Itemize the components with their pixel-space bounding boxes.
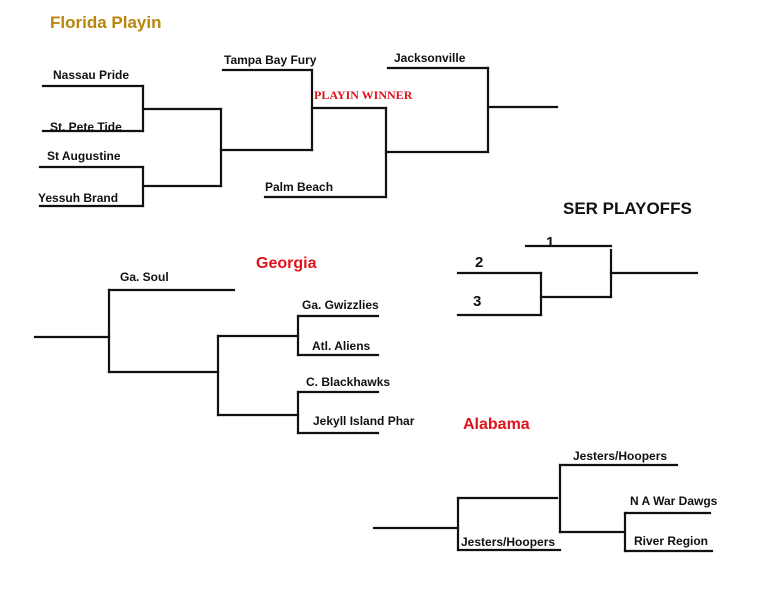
alabama-title: Alabama xyxy=(463,416,530,433)
team-jekyll-island: Jekyll Island Phar xyxy=(313,414,415,428)
ser-title: SER PLAYOFFS xyxy=(563,199,692,218)
team-yessuh-brand: Yessuh Brand xyxy=(38,191,119,205)
seed-2: 2 xyxy=(475,254,484,271)
team-jacksonville: Jacksonville xyxy=(394,51,466,65)
seed-1: 1 xyxy=(546,234,555,251)
team-nassau-pride: Nassau Pride xyxy=(53,68,130,82)
team-atl-aliens: Atl. Aliens xyxy=(312,339,371,353)
playin-winner-label: PLAYIN WINNER xyxy=(314,88,413,102)
team-river-region: River Region xyxy=(634,534,709,548)
georgia-title: Georgia xyxy=(256,255,317,272)
team-ga-gwizzlies: Ga. Gwizzlies xyxy=(302,298,379,312)
team-na-war-dawgs: N A War Dawgs xyxy=(630,494,718,508)
team-tampa-bay-fury: Tampa Bay Fury xyxy=(224,53,317,67)
team-jesters-hoopers-top: Jesters/Hoopers xyxy=(573,449,668,463)
seed-3: 3 xyxy=(473,293,482,310)
florida-title: Florida Playin xyxy=(50,13,162,32)
team-st-pete-tide: St. Pete Tide xyxy=(50,120,122,134)
team-st-augustine: St Augustine xyxy=(47,149,121,163)
team-palm-beach: Palm Beach xyxy=(265,180,334,194)
team-c-blackhawks: C. Blackhawks xyxy=(306,375,391,389)
team-ga-soul: Ga. Soul xyxy=(120,270,169,284)
team-jesters-hoopers-bottom: Jesters/Hoopers xyxy=(461,535,556,549)
